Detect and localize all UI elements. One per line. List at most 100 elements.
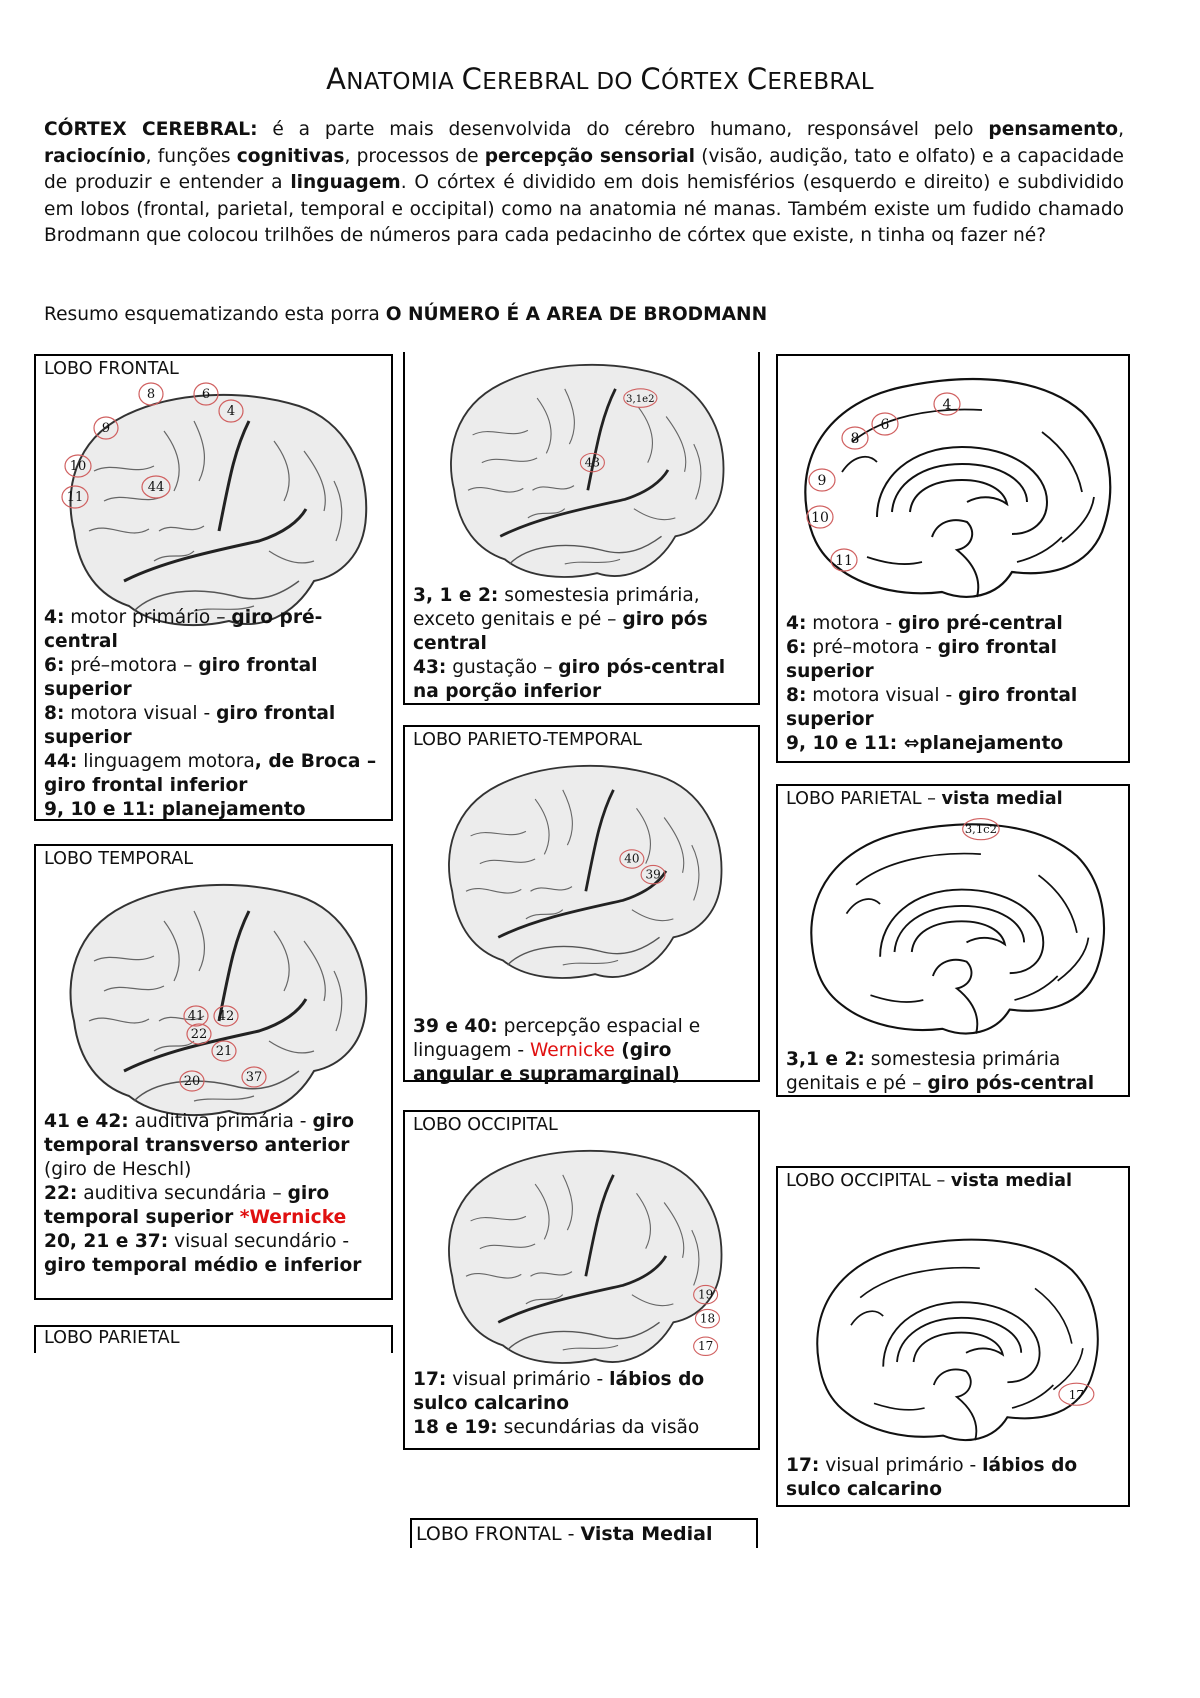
summary-text: Resumo esquematizando esta porra	[44, 304, 386, 325]
parieto-temporal-lobe-box: LOBO PARIETO-TEMPORAL 40 39 39 e 40: per…	[403, 725, 760, 1085]
area-description: 17: visual primário - lábios do sulco ca…	[413, 1368, 748, 1440]
lateral-brain-illustration: 8 6 4 9 10 44 11	[61, 382, 368, 627]
occipital-medial-box: LOBO OCCIPITAL – vista medial 17 17: vis…	[776, 1166, 1130, 1507]
area-number: 6:	[786, 637, 807, 658]
area-label: 42	[218, 1009, 235, 1024]
area-function: motora visual -	[806, 685, 959, 706]
area-function: pré–motora -	[806, 637, 938, 658]
title-cap: C	[461, 62, 483, 96]
frontal-medial-section-label: LOBO FRONTAL - Vista Medial	[410, 1518, 758, 1548]
box-heading: LOBO TEMPORAL	[44, 849, 194, 869]
area-function: somestesia primária, exceto genitais e p…	[413, 585, 700, 630]
area-gyrus: lábios do sulco calcarino	[413, 1369, 705, 1414]
intro-text: . O córtex é dividido em dois hemisfério…	[44, 172, 1124, 247]
area-number: 4:	[786, 613, 807, 634]
area-label: 9	[102, 421, 110, 436]
lateral-brain-illustration: 41 42 22 21 20 37	[69, 883, 368, 1117]
area-label: 4	[227, 404, 235, 419]
area-label: 11	[67, 490, 84, 505]
frontal-lobe-box: LOBO FRONTAL 8 6 4 9 10 44 11 4: motor p…	[34, 354, 393, 821]
area-number: 8:	[44, 703, 65, 724]
area-number: 3,1 e 2:	[786, 1049, 865, 1070]
area-function: percepção espacial e linguagem -	[413, 1016, 701, 1061]
area-label: 6	[202, 387, 210, 402]
occipital-lobe-box: LOBO OCCIPITAL 19 18 17 17: visual primá…	[403, 1110, 760, 1450]
area-number: 39 e 40:	[413, 1016, 498, 1037]
area-function: somestesia primária genitais e pé –	[786, 1049, 1061, 1094]
page-title: ANATOMIA CEREBRAL DO CÓRTEX CEREBRAL	[0, 62, 1200, 96]
area-gyrus: giro frontal superior	[44, 655, 318, 700]
title-part: EREBRAL	[767, 69, 874, 95]
area-description: 3,1 e 2: somestesia primária genitais e …	[786, 1048, 1121, 1096]
title-part: EREBRAL DO	[482, 69, 633, 95]
box-heading: LOBO OCCIPITAL – vista medial	[786, 1170, 1116, 1192]
area-label-ring	[141, 475, 171, 499]
area-gyrus: giro pós-central na porção inferior	[413, 657, 726, 702]
area-gyrus: giro temporal transverso anterior	[44, 1111, 355, 1156]
heading-emphasis: vista medial	[941, 789, 1063, 809]
title-cap: C	[746, 62, 768, 96]
area-label-ring	[61, 485, 89, 509]
area-number: 3, 1 e 2:	[413, 585, 499, 606]
intro-term: raciocínio	[44, 145, 146, 167]
area-number: 6:	[44, 655, 65, 676]
lateral-brain-illustration: 40 39	[447, 764, 723, 980]
area-function: pré–motora –	[64, 655, 199, 676]
area-label: 44	[148, 480, 165, 495]
area-gyrus: giro frontal superior	[44, 703, 336, 748]
intro-term: pensamento	[988, 119, 1119, 140]
area-description: 39 e 40: percepção espacial e linguagem …	[413, 1015, 748, 1087]
area-gyrus: , de Broca – giro frontal inferior	[44, 751, 377, 796]
area-label: 10	[70, 459, 87, 474]
area-gyrus: giro pós-central	[927, 1073, 1095, 1094]
area-label-ring	[138, 382, 164, 406]
summary-emphasis: O NÚMERO É A AREA DE BRODMANN	[385, 304, 768, 325]
area-number: 20, 21 e 37:	[44, 1231, 169, 1252]
lateral-brain-illustration: 19 18 17	[447, 1149, 723, 1365]
title-part: NATOMIA	[346, 69, 455, 95]
label-emphasis: Vista Medial	[580, 1523, 713, 1545]
area-label: 4	[943, 397, 952, 413]
lateral-brain-illustration: 3,1e2 43	[449, 363, 725, 579]
area-label: 17	[698, 1339, 713, 1353]
intro-paragraph: CÓRTEX CEREBRAL: é a parte mais desenvol…	[44, 117, 1124, 250]
title-cap: C	[640, 62, 661, 96]
title-part: ÓRTEX	[660, 69, 740, 95]
box-heading: LOBO PARIETAL – vista medial	[786, 788, 1063, 810]
area-description: 4: motora - giro pré-central 6: pré–moto…	[786, 612, 1121, 756]
heading-text: LOBO PARIETAL –	[786, 789, 942, 809]
parietal-lobe-box: LOBO PARIETAL	[34, 1325, 393, 1353]
area-function: visual primário -	[446, 1369, 610, 1390]
area-label: 20	[184, 1074, 201, 1089]
area-label: 10	[811, 510, 829, 526]
intro-term: cognitivas	[236, 145, 345, 167]
area-label: 19	[698, 1287, 713, 1301]
area-label: 22	[191, 1027, 208, 1042]
medial-brain-illustration: 4 6 8 9 10 11	[804, 377, 1112, 599]
medial-brain-illustration: 17	[816, 1238, 1099, 1442]
area-label-ring	[64, 454, 92, 478]
wernicke-highlight: Wernicke	[529, 1040, 615, 1061]
area-label: 18	[700, 1311, 715, 1325]
heading-emphasis: vista medial	[950, 1171, 1073, 1191]
area-function: linguagem motora	[77, 751, 255, 772]
area-label: 21	[216, 1044, 233, 1059]
area-label: 8	[851, 431, 860, 447]
area-function: auditiva secundária –	[77, 1183, 288, 1204]
area-gyrus: giro temporal superior	[44, 1183, 330, 1228]
medial-brain-illustration: 3,1c2	[810, 817, 1106, 1035]
area-label: 6	[881, 417, 890, 433]
intro-term: linguagem	[290, 172, 401, 194]
intro-term: percepção sensorial	[484, 145, 696, 167]
intro-text: ,	[1118, 119, 1124, 140]
summary-line: Resumo esquematizando esta porra O NÚMER…	[44, 304, 767, 325]
area-label: 9	[818, 473, 827, 489]
intro-text: , funções	[145, 145, 237, 167]
area-number: 22:	[44, 1183, 78, 1204]
area-description: 41 e 42: auditiva primária - giro tempor…	[44, 1110, 384, 1278]
area-number: 4:	[44, 607, 65, 628]
area-gyrus: giro pré-central	[898, 613, 1063, 634]
heading-text: LOBO OCCIPITAL –	[786, 1171, 951, 1191]
area-number: 8:	[786, 685, 807, 706]
area-label: 11	[835, 553, 853, 569]
